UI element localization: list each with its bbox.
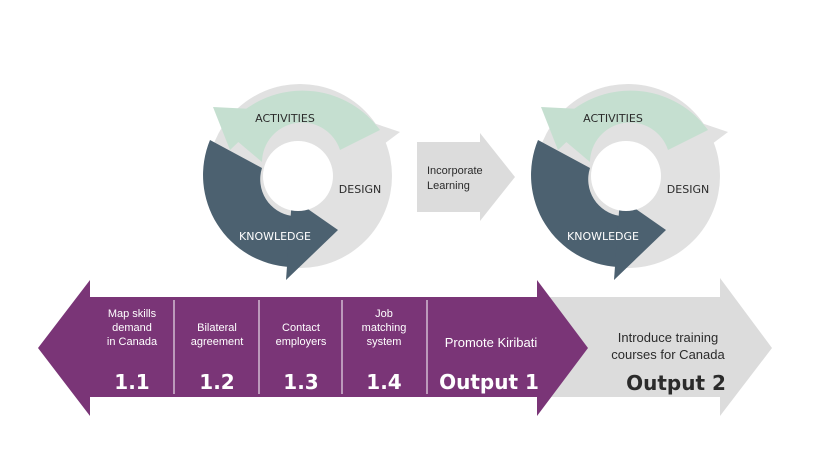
incorporate-learning-line-1: Incorporate [427,165,483,177]
output-1-title: Output 1 [439,370,539,394]
step-1-3-line-2: employers [276,336,327,348]
step-1-1: Map skills demand in Canada 1.1 [107,308,158,394]
incorporate-learning-arrow: Incorporate Learning [417,133,515,221]
cycle-left: ACTIVITIES DESIGN KNOWLEDGE [203,84,400,280]
cycle-right-activities-label: ACTIVITIES [583,112,643,125]
step-1-2-number: 1.2 [199,370,234,394]
cycle-right-design-label: DESIGN [667,183,709,196]
output-1: Promote Kiribati Output 1 [439,335,539,394]
step-1-4-line-2: matching [362,322,407,334]
step-1-2-line-2: agreement [191,336,244,348]
step-1-3-number: 1.3 [283,370,318,394]
step-1-2: Bilateral agreement 1.2 [191,322,244,394]
step-1-4-number: 1.4 [366,370,401,394]
step-1-2-line-1: Bilateral [197,322,237,334]
output-2-title: Output 2 [626,371,726,395]
step-1-4-line-3: system [367,336,402,348]
incorporate-learning-line-2: Learning [427,180,470,192]
step-1-4-line-1: Job [375,308,393,320]
step-1-3-line-1: Contact [282,322,320,334]
cycle-left-knowledge-segment [203,140,292,267]
step-1-1-line-3: in Canada [107,336,158,348]
output-1-label: Promote Kiribati [445,335,538,350]
cycle-right: ACTIVITIES DESIGN KNOWLEDGE [531,84,728,280]
incorporate-learning-arrow-shape [417,133,515,221]
cycle-left-knowledge-arrowhead [286,198,338,280]
cycle-left-activities-arrowhead [213,107,272,150]
cycle-right-knowledge-segment [531,140,620,267]
step-1-1-number: 1.1 [114,370,149,394]
cycle-right-knowledge-label: KNOWLEDGE [567,230,639,243]
cycle-left-design-label: DESIGN [339,183,381,196]
output-2-desc-line-1: Introduce training [618,330,718,345]
cycle-right-knowledge-arrowhead [614,198,666,280]
cycle-right-center [591,141,661,211]
cycle-left-activities-segment [230,90,380,162]
cycle-left-knowledge-label: KNOWLEDGE [239,230,311,243]
step-1-1-line-1: Map skills [108,308,157,320]
output-2-desc-line-2: courses for Canada [611,347,725,362]
output-1-arrow: Map skills demand in Canada 1.1 Bilatera… [38,280,588,416]
step-1-1-line-2: demand [112,322,152,334]
output-2-arrow-shape [545,278,772,416]
output-2-arrow: Introduce training courses for Canada Ou… [545,278,772,416]
step-1-3: Contact employers 1.3 [276,322,327,394]
step-1-4: Job matching system 1.4 [362,308,407,394]
cycle-left-center [263,141,333,211]
output-1-arrow-shape [38,280,588,416]
cycle-right-activities-arrowhead [541,107,600,150]
cycle-left-activities-label: ACTIVITIES [255,112,315,125]
cycle-right-activities-segment [558,90,708,162]
